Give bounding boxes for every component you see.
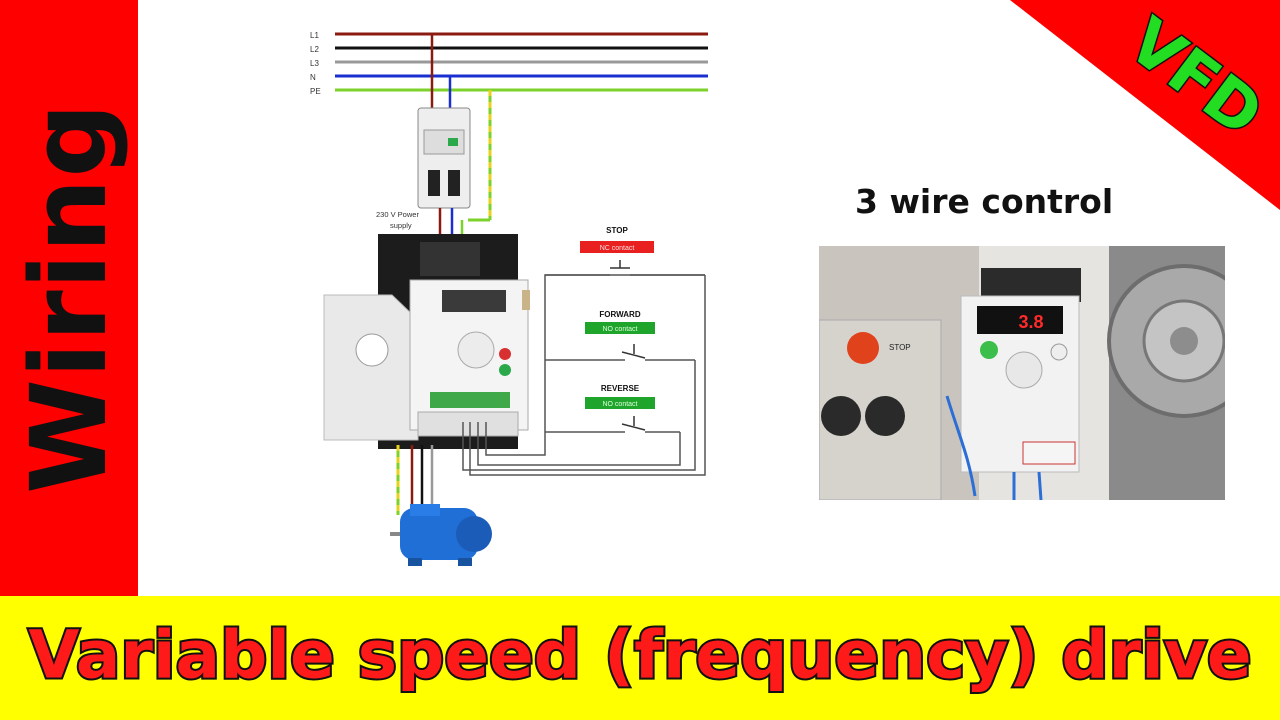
circuit-breaker: [417, 107, 471, 209]
stop-tag: NC contact: [600, 245, 635, 252]
left-band: [0, 0, 138, 596]
line-label-pe: PE: [310, 87, 321, 96]
supply-label-line1: 230 V Power: [376, 210, 419, 219]
stop-label: STOP: [606, 226, 628, 235]
contact-symbols: [610, 260, 646, 431]
main-title: Variable speed (frequency) drive: [26, 615, 1253, 696]
corner-banner: [1010, 0, 1280, 210]
photo-display-value: 3.8: [1018, 312, 1043, 332]
control-title: 3 wire control: [855, 182, 1114, 221]
vfd-photo: STOP 3.8: [819, 246, 1225, 500]
line-label-l2: L2: [310, 45, 319, 54]
supply-lines: [335, 32, 708, 92]
photo-stop-label: STOP: [889, 343, 911, 352]
supply-label-line2: supply: [390, 221, 412, 230]
reverse-tag: NO contact: [602, 401, 637, 408]
motor: [390, 504, 492, 566]
vfd-drive: [323, 234, 530, 449]
forward-label: FORWARD: [599, 310, 640, 319]
forward-tag-box: [585, 322, 655, 334]
bottom-band: [0, 596, 1280, 720]
control-wiring: [462, 274, 706, 476]
wiring-diagram: L1 L2 L3 N PE 230 V Power supply: [310, 31, 708, 566]
photo-drive: 3.8: [960, 268, 1081, 473]
line-label-l3: L3: [310, 59, 319, 68]
reverse-label: REVERSE: [601, 384, 640, 393]
line-label-l1: L1: [310, 31, 319, 40]
line-label-n: N: [310, 73, 316, 82]
stop-tag-box: [580, 241, 654, 253]
forward-tag: NO contact: [602, 326, 637, 333]
side-title: Wiring: [8, 102, 130, 494]
reverse-tag-box: [585, 397, 655, 409]
push-button-box: STOP: [819, 319, 942, 500]
